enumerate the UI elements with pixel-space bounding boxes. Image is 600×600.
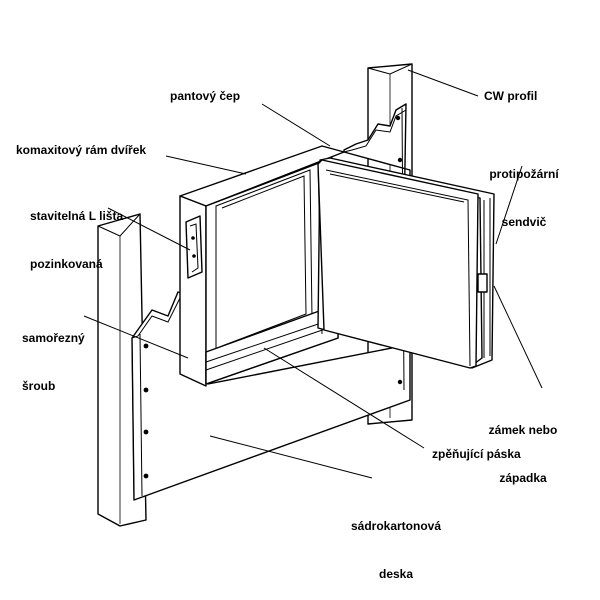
label-lock-line2: západka: [499, 471, 547, 485]
label-screw: samořezný šroub: [22, 298, 85, 426]
label-plasterboard-line1: sádrokartonová: [350, 519, 442, 533]
label-hinge-pin: pantový čep: [170, 89, 241, 103]
door-leaf: [317, 157, 495, 369]
label-plasterboard: sádrokartonová deska: [326, 486, 466, 600]
label-plasterboard-line2: deska: [378, 567, 414, 581]
label-fire-sandwich-line2: sendvič: [501, 215, 547, 229]
label-door-frame: komaxitový rám dvířek: [16, 143, 147, 157]
label-fire-sandwich: protipožární sendvič: [474, 134, 574, 262]
label-l-strip-line1: stavitelná L lišta: [30, 209, 124, 223]
label-l-strip: stavitelná L lišta pozinkovaná: [30, 176, 123, 304]
label-cw-profile: CW profil: [484, 89, 538, 103]
l-strip: [185, 215, 203, 279]
label-screw-line2: šroub: [22, 379, 56, 393]
leader-lines: [83, 69, 543, 479]
label-fire-sandwich-line1: protipožární: [489, 167, 559, 181]
label-l-strip-line2: pozinkovaná: [30, 257, 103, 271]
label-screw-line1: samořezný: [22, 331, 85, 345]
label-lock-line1: zámek nebo: [488, 423, 558, 437]
door-frame: [179, 145, 345, 387]
label-intumescent-tape: zpěňující páska: [432, 447, 521, 461]
label-lock: zámek nebo západka: [468, 390, 578, 518]
